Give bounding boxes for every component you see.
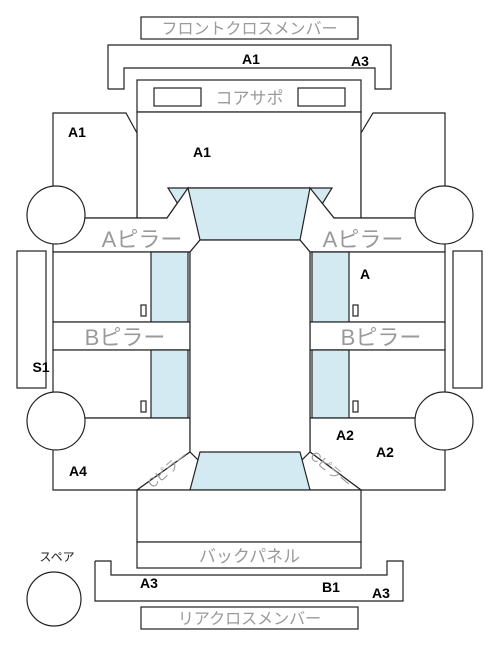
rear-member-left-code: A3 <box>140 575 158 591</box>
rear-cross-member-box[interactable] <box>140 606 359 630</box>
rear-cross-member-label: リアクロスメンバー <box>178 610 321 628</box>
a-pillar-right-label: Aピラー <box>323 227 404 252</box>
core-support-right-slot <box>297 87 346 107</box>
back-panel-label: バックパネル <box>199 547 300 566</box>
a-pillar-left-label: Aピラー <box>102 227 183 252</box>
rear-bumper-outline[interactable] <box>94 560 404 602</box>
rear-left-door-handle <box>140 400 147 413</box>
rear-window-glass[interactable] <box>189 451 311 491</box>
rear-left-side-glass[interactable] <box>150 349 189 419</box>
core-support-box[interactable] <box>136 79 362 113</box>
front-cross-member-label: フロントクロスメンバー <box>161 20 337 38</box>
rear-member-right-code: A3 <box>372 585 390 601</box>
b-pillar-left[interactable] <box>52 321 191 351</box>
rear-right-door-handle <box>352 400 359 413</box>
left-sill-code: S1 <box>32 359 49 375</box>
spare-tire[interactable] <box>26 571 82 627</box>
rear-right-quarter-code: A2 <box>376 444 394 460</box>
rear-left-quarter-code: A4 <box>69 463 87 479</box>
trunk-lid[interactable] <box>136 489 362 543</box>
right-rear-door-code: A2 <box>336 427 354 443</box>
front-member-left-code: A1 <box>242 51 260 67</box>
back-panel-box[interactable] <box>136 541 362 569</box>
roof-panel[interactable] <box>189 239 311 463</box>
front-member-right-code: A3 <box>351 53 369 69</box>
core-support-left-slot <box>153 87 202 107</box>
front-right-side-glass[interactable] <box>311 251 350 323</box>
front-bumper-outline[interactable] <box>107 44 392 90</box>
front-left-door-handle <box>140 304 147 317</box>
front-cross-member-box[interactable] <box>140 16 359 40</box>
front-left-wheel[interactable] <box>26 185 86 245</box>
hood-code: A1 <box>193 144 211 160</box>
front-left-fender-code: A1 <box>68 124 86 140</box>
b-pillar-left-label: Bピラー <box>85 325 166 350</box>
rear-right-wheel[interactable] <box>414 391 474 451</box>
right-side-sill[interactable] <box>452 250 483 389</box>
front-right-wheel[interactable] <box>414 185 474 245</box>
core-support-label: コアサポ <box>216 89 284 108</box>
rear-left-wheel[interactable] <box>26 391 86 451</box>
rear-right-side-glass[interactable] <box>311 349 350 419</box>
rear-member-center-code: B1 <box>322 579 340 595</box>
front-right-door-code: A <box>360 266 370 282</box>
spare-label: スペア <box>39 550 74 564</box>
left-side-sill[interactable] <box>16 250 47 389</box>
front-right-door-handle <box>352 304 359 317</box>
b-pillar-right-label: Bピラー <box>341 325 422 350</box>
front-left-side-glass[interactable] <box>150 251 189 323</box>
